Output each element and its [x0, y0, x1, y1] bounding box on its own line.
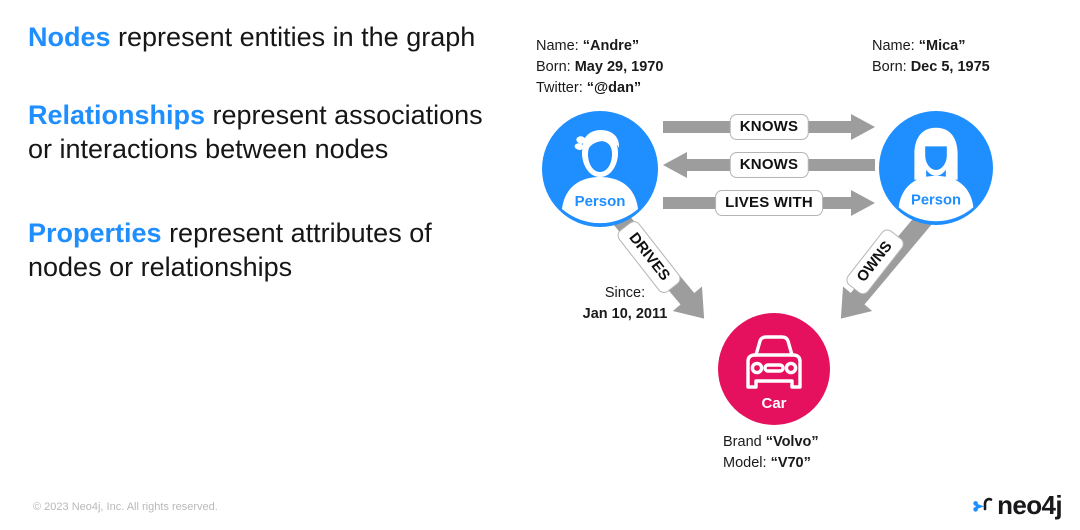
node-label: Person [911, 192, 961, 208]
neo4j-logo: neo4j [973, 490, 1063, 520]
property-key: Twitter: [536, 80, 583, 97]
graph-diagram: Name: “Andre” Born: May 29, 1970 Twitter… [520, 0, 1080, 500]
property-value: Dec 5, 1975 [910, 59, 990, 76]
property-key: Name: [872, 38, 915, 54]
bullet-keyword-nodes: Nodes [28, 22, 111, 52]
node-car[interactable]: Car [718, 313, 830, 425]
property-row: Born: Dec 5, 1975 [872, 57, 990, 78]
bullet-properties: Properties represent attributes of nodes… [28, 216, 498, 284]
property-key: Brand [723, 434, 762, 450]
bullet-text-relationships: represent associations or interactions b… [28, 100, 483, 165]
property-row: Born: May 29, 1970 [536, 57, 663, 78]
property-key: Model: [723, 455, 767, 472]
property-value: “@dan” [586, 80, 642, 97]
relationship-label: KNOWS [729, 114, 809, 140]
relationship-lives-with[interactable]: LIVES WITH [663, 190, 875, 216]
bullet-relationships: Relationships represent associations or … [28, 98, 498, 166]
relationship-knows-forward[interactable]: KNOWS [663, 114, 875, 140]
relationship-label: KNOWS [729, 152, 809, 178]
node-label: Car [761, 395, 786, 412]
property-value: “Mica” [918, 38, 966, 54]
bullet-keyword-properties: Properties [28, 218, 162, 249]
property-key: Name: [536, 38, 579, 54]
bullet-text-nodes: represent entities in the graph [110, 22, 476, 52]
bullet-text-properties: represent attributes of nodes or relatio… [28, 218, 432, 283]
male-person-icon: Person [542, 111, 658, 227]
property-key: Born: [536, 59, 571, 76]
property-value: Jan 10, 2011 [582, 306, 668, 323]
node-person-andre[interactable]: Person [542, 111, 658, 227]
properties-mica: Name: “Mica” Born: Dec 5, 1975 [872, 36, 990, 78]
property-row: Twitter: “@dan” [536, 78, 663, 99]
property-row: Name: “Mica” [872, 36, 990, 57]
property-row: Name: “Andre” [536, 36, 663, 57]
property-value: “V70” [770, 455, 811, 472]
property-value: May 29, 1970 [574, 59, 664, 76]
neo4j-logo-text: neo4j [997, 490, 1063, 520]
property-key: Born: [872, 59, 907, 76]
properties-andre: Name: “Andre” Born: May 29, 1970 Twitter… [536, 36, 663, 99]
bullet-keyword-relationships: Relationships [28, 100, 206, 131]
property-row: Brand “Volvo” [723, 432, 819, 453]
property-value: “Andre” [582, 38, 640, 54]
property-row: Jan 10, 2011 [565, 304, 685, 325]
car-icon: Car [718, 313, 830, 425]
property-row: Model: “V70” [723, 453, 819, 474]
node-label: Person [575, 193, 626, 210]
properties-drives: Since: Jan 10, 2011 [565, 283, 685, 325]
node-person-mica[interactable]: Person [879, 111, 993, 225]
bullet-nodes: Nodes represent entities in the graph [28, 20, 498, 54]
copyright-text: © 2023 Neo4j, Inc. All rights reserved. [33, 501, 218, 513]
properties-car: Brand “Volvo” Model: “V70” [723, 432, 819, 474]
property-row: Since: [565, 283, 685, 304]
relationship-label: LIVES WITH [715, 190, 823, 216]
female-person-icon: Person [879, 111, 993, 225]
property-key: Since: [604, 285, 646, 301]
property-value: “Volvo” [765, 434, 819, 450]
bullet-list: Nodes represent entities in the graph Re… [28, 20, 498, 328]
relationship-knows-back[interactable]: KNOWS [663, 152, 875, 178]
neo4j-logo-mark [973, 497, 993, 512]
